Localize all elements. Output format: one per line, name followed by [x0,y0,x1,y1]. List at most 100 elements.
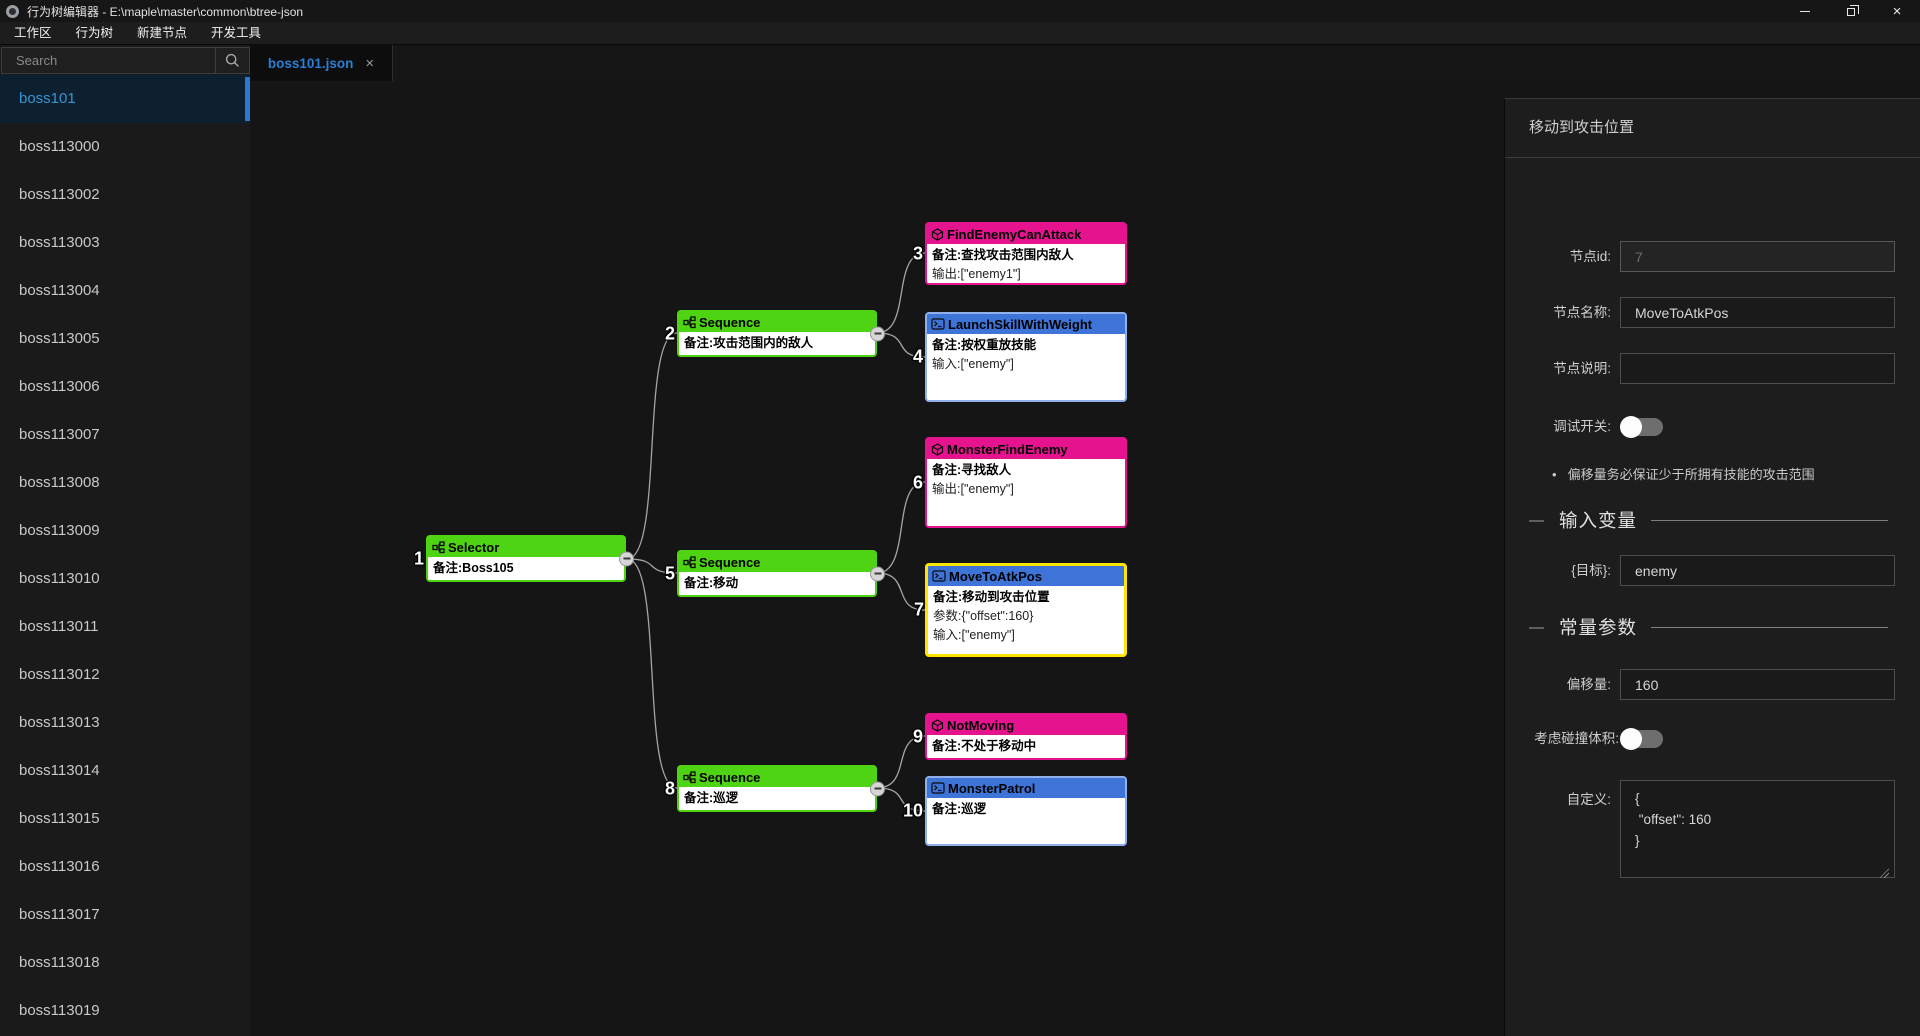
sidebar-item-boss113007[interactable]: boss113007 [19,426,100,443]
hint-bullet: • 偏移量务必保证少于所拥有技能的攻击范围 [1505,466,1920,484]
custom-json-field[interactable]: { "offset": 160 } [1620,780,1895,878]
node-move-to-atk-pos[interactable]: 7 MoveToAtkPos 备注:移动到攻击位置 参数:{"offset":1… [914,563,1127,657]
node-number: 7 [913,599,924,620]
search-icon [225,53,239,67]
section-const-params: — 常量参数 [1505,615,1920,639]
target-field[interactable] [1620,555,1895,586]
offset-field[interactable] [1620,669,1895,700]
debug-switch-label: 调试开关: [1553,419,1611,434]
node-number: 10 [902,800,923,821]
condition-icon [931,442,944,456]
restore-icon [1847,5,1859,16]
node-monster-find-enemy[interactable]: 6 MonsterFindEnemy 备注:寻找敌人 输出:["enemy"] [913,437,1127,528]
sidebar-item-boss113003[interactable]: boss113003 [19,234,100,251]
properties-panel: 移动到攻击位置 节点id: 节点名称: 节点说明: 调试开关: • 偏移量务必保… [1504,98,1920,1036]
collision-label: 考虑碰撞体积: [1534,731,1619,746]
close-icon: × [1892,2,1902,20]
menubar: 工作区 行为树 新建节点 开发工具 [0,22,1920,45]
menu-new-node[interactable]: 新建节点 [137,25,188,40]
node-number: 3 [912,243,923,263]
section-dash-icon: — [1529,618,1544,636]
node-number: 4 [912,346,923,367]
sidebar-item-boss113016[interactable]: boss113016 [19,858,100,875]
sidebar-item-boss113018[interactable]: boss113018 [19,954,100,971]
node-sequence-patrol[interactable]: 8 Sequence 备注:巡逻 [665,765,885,812]
node-number: 8 [664,778,675,798]
sidebar-item-boss113005[interactable]: boss113005 [19,330,100,347]
section-rule [1651,626,1888,628]
node-sequence-move[interactable]: 5 Sequence 备注:移动 [665,550,885,597]
menu-behavior-tree[interactable]: 行为树 [75,25,114,40]
textarea-resize-handle[interactable] [1879,868,1889,878]
minimize-icon [1800,10,1810,12]
node-name-field[interactable] [1620,297,1895,328]
boss-list: boss101 boss113000 boss113002 boss113003… [0,75,250,1035]
sidebar-item-boss113010[interactable]: boss113010 [19,570,100,587]
node-desc-label: 节点说明: [1553,361,1611,376]
sidebar-item-boss113015[interactable]: boss113015 [19,810,100,827]
action-icon [932,570,946,582]
sidebar-item-boss101[interactable]: boss101 [0,75,250,123]
node-find-enemy-can-attack[interactable]: 3 FindEnemyCanAttack 备注:查找攻击范围内敌人 输出:["e… [913,222,1127,285]
close-button[interactable]: × [1874,0,1920,22]
node-number: 5 [664,563,675,583]
node-not-moving[interactable]: 9 NotMoving 备注:不处于移动中 [913,713,1127,760]
node-id-field [1620,241,1895,272]
output-port[interactable] [870,326,885,341]
composite-icon [683,770,696,783]
panel-header: 移动到攻击位置 [1505,99,1920,158]
debug-toggle[interactable] [1620,416,1663,438]
node-id-label: 节点id: [1569,249,1611,264]
sidebar-item-boss113002[interactable]: boss113002 [19,186,100,203]
target-label: {目标}: [1571,563,1611,578]
node-sequence-attack[interactable]: 2 Sequence 备注:攻击范围内的敌人 [665,310,885,357]
toggle-knob [1620,728,1642,750]
section-rule [1651,519,1888,521]
output-port[interactable] [870,781,885,796]
tabstrip: boss101.json × [250,45,1920,81]
hint-text: 偏移量务必保证少于所拥有技能的攻击范围 [1567,467,1815,482]
node-name-label: 节点名称: [1553,305,1611,320]
offset-label: 偏移量: [1566,677,1611,692]
output-port[interactable] [619,551,634,566]
section-title: 常量参数 [1559,617,1638,638]
sidebar-item-boss113011[interactable]: boss113011 [19,618,99,635]
section-title: 输入变量 [1559,510,1638,531]
minimize-button[interactable] [1782,0,1828,22]
sidebar-item-boss113009[interactable]: boss113009 [19,522,100,539]
section-input-vars: — 输入变量 [1505,508,1920,532]
sidebar-item-boss113012[interactable]: boss113012 [19,666,100,683]
toggle-knob [1620,416,1642,438]
sidebar-item-boss113004[interactable]: boss113004 [19,282,100,299]
sidebar-item-boss113014[interactable]: boss113014 [19,762,100,779]
composite-icon [683,315,696,328]
tab-boss101-json[interactable]: boss101.json × [250,45,393,81]
node-number: 6 [912,472,923,492]
collision-toggle[interactable] [1620,728,1663,750]
menu-dev-tools[interactable]: 开发工具 [211,25,262,40]
node-launch-skill-with-weight[interactable]: 4 LaunchSkillWithWeight 备注:按权重放技能 输入:["e… [913,312,1127,402]
sidebar-item-boss113008[interactable]: boss113008 [19,474,100,491]
sidebar-item-boss113019[interactable]: boss113019 [19,1002,100,1019]
sidebar-item-boss113000[interactable]: boss113000 [19,138,100,155]
action-icon [931,782,945,794]
sidebar-item-boss113017[interactable]: boss113017 [19,906,100,923]
section-dash-icon: — [1529,511,1544,529]
node-selector[interactable]: 1 Selector 备注:Boss105 [414,535,634,582]
sidebar-item-boss113006[interactable]: boss113006 [19,378,100,395]
tab-close-icon[interactable]: × [365,54,375,72]
node-number: 9 [912,726,923,746]
tab-label: boss101.json [267,55,354,71]
menu-workspace[interactable]: 工作区 [14,25,52,40]
search-button[interactable] [216,47,250,74]
sidebar-item-boss113013[interactable]: boss113013 [19,714,100,731]
restore-button[interactable] [1828,0,1874,22]
app-icon [6,4,19,18]
node-number: 1 [413,548,424,568]
output-port[interactable] [870,566,885,581]
node-monster-patrol[interactable]: 10 MonsterPatrol 备注:巡逻 [903,776,1127,846]
search-input[interactable] [1,47,216,74]
action-icon [931,318,945,330]
composite-icon [683,555,696,568]
node-desc-field[interactable] [1620,353,1895,384]
